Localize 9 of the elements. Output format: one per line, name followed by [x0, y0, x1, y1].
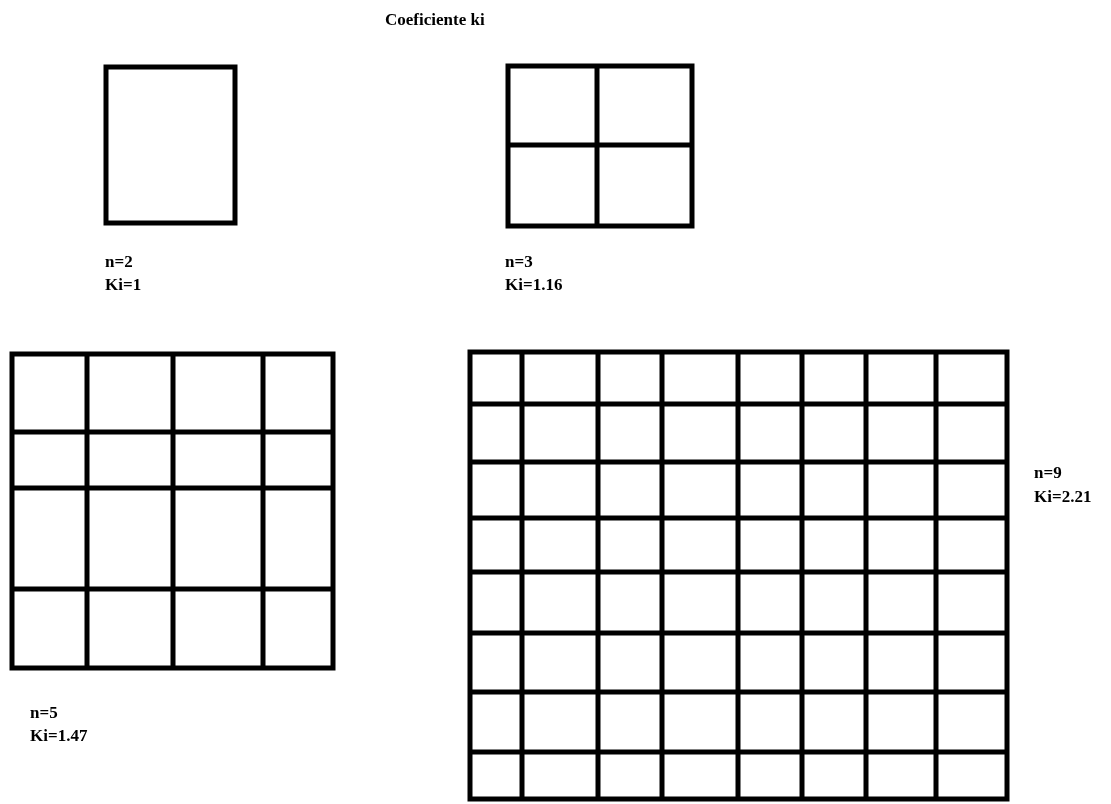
coefficient-label: Ki=1.16 [505, 275, 563, 295]
coefficient-label: n=2 [105, 252, 133, 272]
coefficient-label: Ki=1 [105, 275, 142, 295]
coefficient-label: Ki=2.21 [1034, 487, 1092, 507]
coefficient-label: n=3 [505, 252, 533, 272]
coefficient-label: n=5 [30, 703, 58, 723]
coefficient-label: Ki=1.47 [30, 726, 88, 746]
title: Coeficiente ki [385, 10, 485, 30]
coefficient-label: n=9 [1034, 463, 1062, 483]
